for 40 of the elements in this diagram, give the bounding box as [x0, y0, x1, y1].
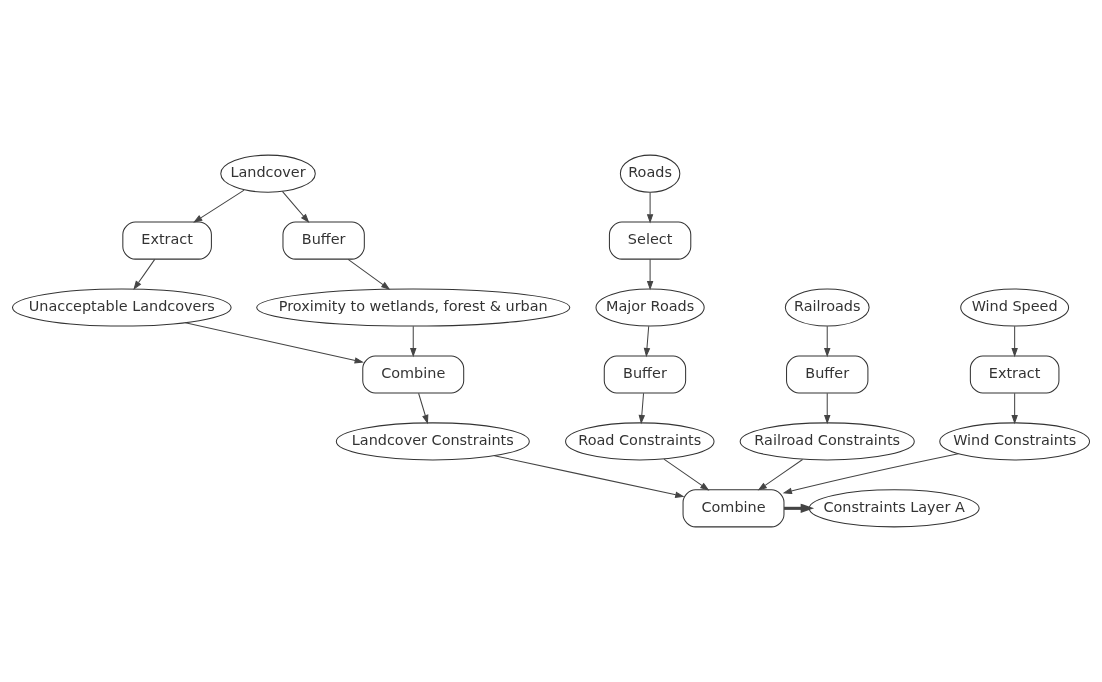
node-ellipse: Wind Constraints: [939, 422, 1091, 461]
arrow: [663, 458, 710, 491]
arrow: [347, 258, 391, 290]
arrow: [1011, 392, 1018, 425]
node-ellipse: Roads: [619, 154, 681, 193]
arrow: [410, 325, 417, 358]
arrow: [646, 191, 654, 224]
arrow: [193, 189, 245, 223]
node-box: Extract: [969, 355, 1060, 394]
node-box: Buffer: [603, 355, 687, 394]
node-box: Combine: [682, 489, 785, 528]
node-ellipse: Railroads: [784, 288, 870, 327]
arrow: [757, 458, 804, 491]
arrow: [281, 190, 310, 223]
arrow: [823, 325, 831, 358]
arrow: [493, 455, 685, 498]
arrow: [782, 453, 959, 495]
arrow: [638, 392, 646, 425]
node-ellipse: Major Roads: [595, 288, 705, 327]
node-box: Buffer: [786, 355, 869, 394]
arrow: [1011, 325, 1018, 358]
node-box: Buffer: [282, 221, 365, 260]
arrow: [646, 258, 654, 291]
arrow: [784, 503, 815, 514]
arrow: [643, 325, 651, 358]
arrow: [418, 392, 429, 425]
node-ellipse: Constraints Layer A: [808, 489, 980, 528]
node-ellipse: Landcover Constraints: [335, 422, 530, 461]
node-ellipse: Railroad Constraints: [739, 422, 915, 461]
arrow: [133, 258, 156, 291]
node-box: Combine: [362, 355, 465, 394]
arrow: [823, 392, 831, 425]
node-ellipse: Proximity to wetlands, forest & urban: [256, 288, 571, 327]
node-ellipse: Unacceptable Landcovers: [12, 288, 232, 327]
node-ellipse: Landcover: [220, 154, 316, 193]
node-ellipse: Road Constraints: [565, 422, 715, 461]
node-box: Select: [608, 221, 692, 260]
node-ellipse: Wind Speed: [960, 288, 1070, 327]
arrow: [184, 322, 364, 364]
node-box: Extract: [122, 221, 212, 260]
